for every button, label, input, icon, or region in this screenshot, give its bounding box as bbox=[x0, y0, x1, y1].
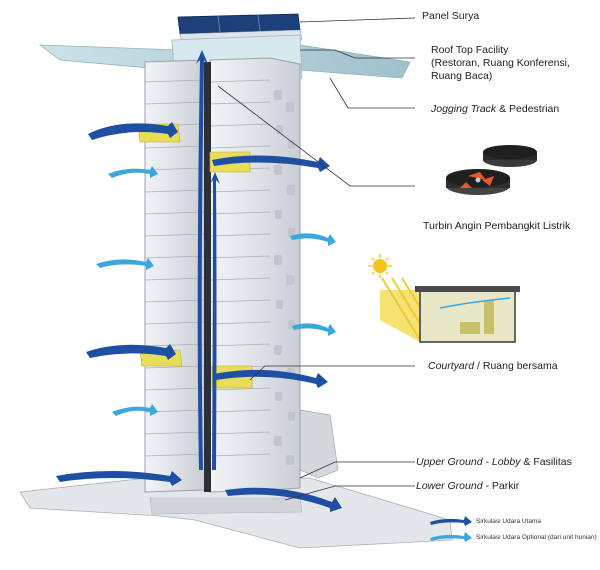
label-jogging-italic: Jogging Track bbox=[431, 103, 497, 115]
legend-main-arrow bbox=[430, 516, 472, 526]
optional-air-flows bbox=[96, 166, 336, 416]
label-courtyard: Courtyard / Ruang bersama bbox=[428, 360, 558, 373]
label-lower-rest: - Parkir bbox=[482, 480, 520, 492]
label-jogging: Jogging Track & Pedestrian bbox=[431, 103, 559, 116]
label-roof-top-line2: (Restoran, Ruang Konferensi, bbox=[431, 57, 570, 69]
legend-main-label: Sirkulasi Udara Utama bbox=[476, 518, 542, 525]
courtyard-section-icon bbox=[380, 277, 520, 343]
label-courtyard-rest: / Ruang bersama bbox=[474, 360, 558, 372]
label-roof-top: Roof Top Facility (Restoran, Ruang Konfe… bbox=[431, 44, 570, 83]
main-air-flows bbox=[56, 50, 342, 512]
legend-optional-label: Sirkulasi Udara Optional (dari unit huni… bbox=[476, 534, 597, 541]
label-courtyard-italic: Courtyard bbox=[428, 360, 475, 372]
central-core bbox=[204, 62, 211, 492]
label-jogging-rest: & Pedestrian bbox=[496, 103, 560, 115]
wind-turbine-icon bbox=[446, 145, 537, 195]
label-lower-ground: Lower Ground - Parkir bbox=[416, 480, 519, 493]
label-upper-rest: & Fasilitas bbox=[520, 456, 572, 468]
label-lower-italic: Lower Ground bbox=[416, 480, 483, 492]
legend-optional-arrow bbox=[430, 532, 472, 542]
tower-right bbox=[209, 57, 301, 493]
label-upper-italic: Upper Ground - Lobby bbox=[416, 456, 521, 468]
label-roof-top-line3: Ruang Baca) bbox=[431, 70, 493, 82]
label-turbin: Turbin Angin Pembangkit Listrik bbox=[423, 220, 571, 232]
label-upper-ground: Upper Ground - Lobby & Fasilitas bbox=[416, 456, 572, 469]
label-panel-surya: Panel Surya bbox=[422, 10, 480, 22]
sun-icon bbox=[368, 254, 392, 278]
leader-lines bbox=[217, 17, 416, 501]
label-roof-top-line1: Roof Top Facility bbox=[431, 44, 509, 56]
